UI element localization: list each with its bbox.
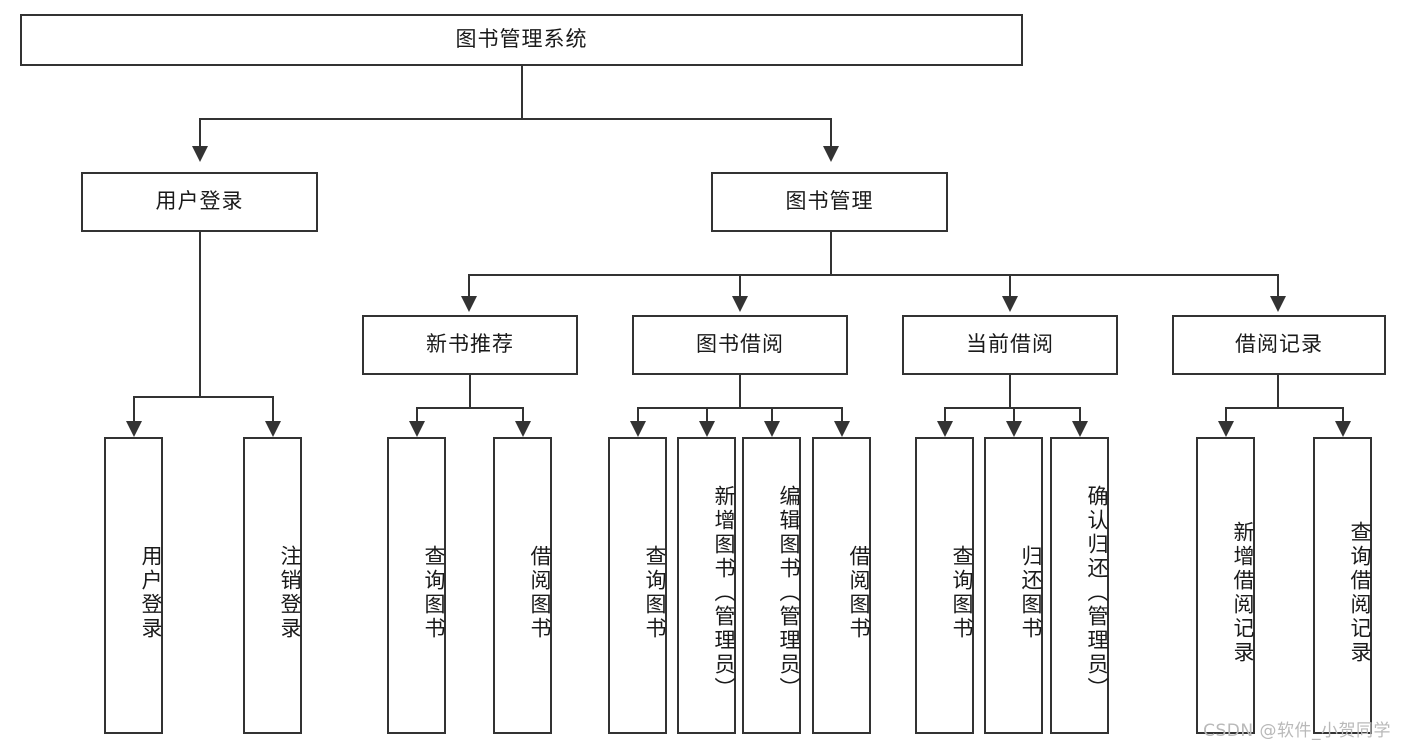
arrow-user-login-to-leaf-2 — [265, 421, 281, 437]
node-current-borrow[interactable]: 当前借阅 — [902, 315, 1118, 375]
arrow-nb-to-leaf-1 — [409, 421, 425, 437]
node-leaf-new-book-borrow[interactable]: 借阅图书 — [493, 437, 552, 734]
edge-br-to-leaf-1 — [1225, 407, 1227, 421]
arrow-nb-to-leaf-2 — [515, 421, 531, 437]
node-label: 借阅图书 — [847, 544, 871, 641]
edge-book-management-down — [830, 232, 832, 275]
node-book-management[interactable]: 图书管理 — [711, 172, 948, 232]
node-leaf-book-borrow-borrow[interactable]: 借阅图书 — [812, 437, 871, 734]
arrow-cb-to-leaf-3 — [1072, 421, 1088, 437]
edge-book-borrow-bus — [637, 407, 841, 409]
edge-bb-to-leaf-1 — [637, 407, 639, 421]
node-root-book-management-system[interactable]: 图书管理系统 — [20, 14, 1023, 66]
edge-user-login-down — [199, 232, 201, 397]
edge-bm-to-current-borrow — [1009, 274, 1011, 296]
node-label: 查询图书 — [643, 544, 667, 641]
node-leaf-book-borrow-add[interactable]: 新增图书（管理员） — [677, 437, 736, 734]
node-leaf-borrow-record-add[interactable]: 新增借阅记录 — [1196, 437, 1255, 734]
edge-nb-to-leaf-1 — [416, 407, 418, 421]
node-leaf-new-book-query[interactable]: 查询图书 — [387, 437, 446, 734]
edge-borrow-record-bus — [1225, 407, 1343, 409]
edge-cb-to-leaf-1 — [944, 407, 946, 421]
arrow-bm-to-current-borrow — [1002, 296, 1018, 312]
node-label: 查询图书 — [950, 544, 974, 641]
edge-root-down — [521, 66, 523, 119]
arrow-user-login-to-leaf-1 — [126, 421, 142, 437]
arrow-bb-to-leaf-1 — [630, 421, 646, 437]
arrow-bb-to-leaf-4 — [834, 421, 850, 437]
node-label: 用户登录 — [155, 189, 244, 214]
edge-new-book-bus — [416, 407, 523, 409]
node-label: 新增借阅记录 — [1231, 520, 1255, 665]
edge-borrow-record-down — [1277, 375, 1279, 408]
node-label: 借阅记录 — [1235, 332, 1323, 357]
node-book-borrow[interactable]: 图书借阅 — [632, 315, 848, 375]
edge-root-to-user-login — [199, 118, 201, 146]
arrow-root-to-user-login — [192, 146, 208, 162]
edge-bb-to-leaf-3 — [771, 407, 773, 421]
arrow-br-to-leaf-1 — [1218, 421, 1234, 437]
edge-book-management-bus — [468, 274, 1279, 276]
arrow-bm-to-book-borrow — [732, 296, 748, 312]
edge-bm-to-borrow-record — [1277, 274, 1279, 296]
edge-current-borrow-bus — [944, 407, 1079, 409]
edge-bb-to-leaf-2 — [706, 407, 708, 421]
edge-user-login-to-leaf-2 — [272, 396, 274, 421]
arrow-bm-to-borrow-record — [1270, 296, 1286, 312]
edge-user-login-bus — [133, 396, 273, 398]
edge-current-borrow-down — [1009, 375, 1011, 408]
node-label: 查询借阅记录 — [1348, 520, 1372, 665]
node-label: 新书推荐 — [426, 332, 514, 357]
arrow-br-to-leaf-2 — [1335, 421, 1351, 437]
node-label: 编辑图书（管理员） — [777, 484, 801, 701]
edge-nb-to-leaf-2 — [522, 407, 524, 421]
node-leaf-book-borrow-query[interactable]: 查询图书 — [608, 437, 667, 734]
edge-bm-to-book-borrow — [739, 274, 741, 296]
edge-root-bus — [199, 118, 832, 120]
edge-bb-to-leaf-4 — [841, 407, 843, 421]
node-label: 当前借阅 — [966, 332, 1054, 357]
node-label: 图书借阅 — [696, 332, 784, 357]
node-label: 用户登录 — [139, 544, 163, 641]
node-label: 确认归还（管理员） — [1085, 484, 1109, 701]
node-label: 借阅图书 — [528, 544, 552, 641]
arrow-root-to-book-management — [823, 146, 839, 162]
node-leaf-current-borrow-return[interactable]: 归还图书 — [984, 437, 1043, 734]
node-leaf-user-login-logout[interactable]: 注销登录 — [243, 437, 302, 734]
edge-cb-to-leaf-3 — [1079, 407, 1081, 421]
arrow-bb-to-leaf-3 — [764, 421, 780, 437]
node-label: 归还图书 — [1019, 544, 1043, 641]
node-label: 图书管理 — [785, 189, 874, 214]
edge-br-to-leaf-2 — [1342, 407, 1344, 421]
arrow-bm-to-new-book — [461, 296, 477, 312]
edge-user-login-to-leaf-1 — [133, 396, 135, 421]
node-leaf-borrow-record-query[interactable]: 查询借阅记录 — [1313, 437, 1372, 734]
node-new-book-recommend[interactable]: 新书推荐 — [362, 315, 578, 375]
edge-book-borrow-down — [739, 375, 741, 408]
node-label: 图书管理系统 — [455, 27, 588, 52]
arrow-cb-to-leaf-1 — [937, 421, 953, 437]
node-borrow-record[interactable]: 借阅记录 — [1172, 315, 1386, 375]
arrow-cb-to-leaf-2 — [1006, 421, 1022, 437]
node-leaf-user-login-login[interactable]: 用户登录 — [104, 437, 163, 734]
node-user-login[interactable]: 用户登录 — [81, 172, 318, 232]
node-leaf-current-borrow-query[interactable]: 查询图书 — [915, 437, 974, 734]
edge-root-to-book-management — [830, 118, 832, 146]
edge-new-book-down — [469, 375, 471, 408]
arrow-bb-to-leaf-2 — [699, 421, 715, 437]
node-label: 注销登录 — [278, 544, 302, 641]
node-leaf-book-borrow-edit[interactable]: 编辑图书（管理员） — [742, 437, 801, 734]
edge-cb-to-leaf-2 — [1013, 407, 1015, 421]
node-label: 新增图书（管理员） — [712, 484, 736, 701]
node-label: 查询图书 — [422, 544, 446, 641]
node-leaf-current-borrow-confirm-return[interactable]: 确认归还（管理员） — [1050, 437, 1109, 734]
edge-bm-to-new-book — [468, 274, 470, 296]
